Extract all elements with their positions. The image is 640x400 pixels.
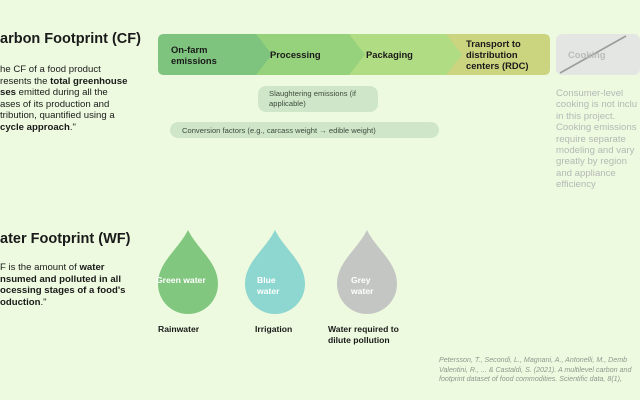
wf-intro-line: nsumed and polluted in all <box>0 273 121 285</box>
drop-label-grey: Grey water <box>351 275 374 296</box>
step-label-packaging: Packaging <box>366 49 413 60</box>
cf-heading: arbon Footprint (CF) <box>0 31 141 47</box>
cf-intro-line: tribution, quantified using a <box>0 110 115 122</box>
chevron-on-farm <box>158 34 273 75</box>
step-label-processing: Processing <box>270 49 321 60</box>
cooking-note: Consumer-level cooking is not inclu in t… <box>556 88 638 191</box>
wf-intro: F is the amount of water nsumed and poll… <box>0 262 130 308</box>
wf-intro-line: oduction." <box>0 296 47 308</box>
reference-line: Valentini, R., ... & Castaldi, S. (2021)… <box>439 365 632 374</box>
chevron-packaging <box>349 34 463 75</box>
drop-caption-grey: Water required to dilute pollution <box>328 324 399 345</box>
cf-intro-line: resents the total greenhouse <box>0 75 128 87</box>
water-drop-icon <box>245 230 305 314</box>
water-drop-icon <box>337 230 397 314</box>
reference-line: Petersson, T., Secondi, L., Magnani, A.,… <box>439 356 628 364</box>
step-label-transport: Transport to distribution centers (RDC) <box>466 38 529 71</box>
conversion-note: Conversion factors (e.g., carcass weight… <box>170 122 439 138</box>
step-label-cooking: Cooking <box>568 49 606 60</box>
chevron-processing <box>256 34 366 75</box>
step-label-on-farm: On-farm emissions <box>171 43 217 66</box>
drop-label-blue: Blue water <box>257 275 280 296</box>
wf-heading: ater Footprint (WF) <box>0 231 131 247</box>
cooking-box <box>556 34 640 75</box>
drop-label-green: Green water <box>156 275 206 285</box>
cf-intro: he CF of a food product resents the tota… <box>0 64 130 134</box>
cf-intro-line: cycle approach." <box>0 121 76 133</box>
wf-intro-line: F is the amount of water <box>0 262 105 273</box>
water-drop-icon <box>158 230 218 314</box>
chevron-transport <box>446 34 550 75</box>
drop-caption-green: Rainwater <box>158 324 200 334</box>
wf-intro-line: ocessing stages of a food's <box>0 285 126 297</box>
reference-citation: Petersson, T., Secondi, L., Magnani, A.,… <box>439 356 640 385</box>
cf-intro-line: he CF of a food product <box>0 64 101 75</box>
cf-intro-line: ses emitted during all the <box>0 87 108 99</box>
cf-intro-line: ases of its production and <box>0 98 110 110</box>
slaughter-note: Slaughtering emissions (if applicable) <box>258 86 378 112</box>
strikethrough-icon <box>559 35 627 74</box>
drop-caption-blue: Irrigation <box>255 324 293 334</box>
reference-line: footprint dataset of food commodities. S… <box>439 375 622 384</box>
